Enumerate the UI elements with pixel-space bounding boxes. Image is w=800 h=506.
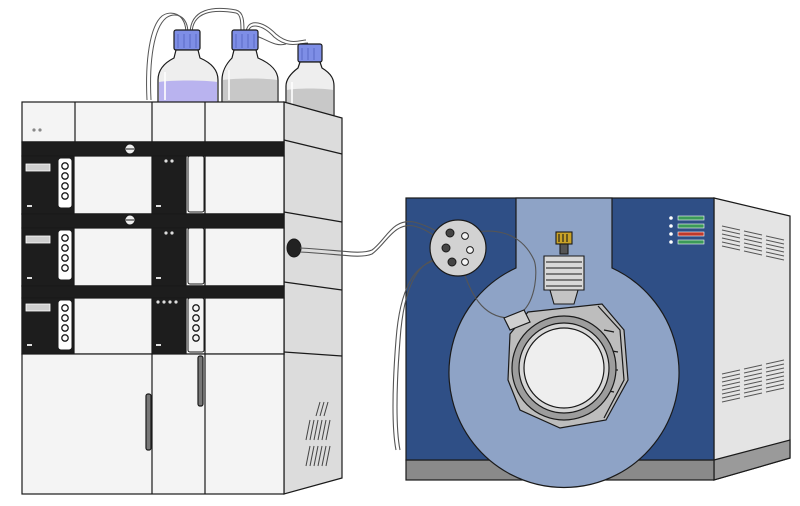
bottle-2 — [221, 29, 279, 105]
oven-button-2[interactable] — [61, 314, 69, 322]
oven-button-3[interactable] — [61, 324, 69, 332]
autosampler-button-4[interactable] — [61, 264, 69, 272]
bottle-1-solvent — [159, 80, 217, 103]
cabinet-handle-right[interactable] — [197, 355, 204, 407]
side-vents — [721, 225, 785, 403]
detector-cabinet — [21, 353, 285, 495]
pump-display — [25, 163, 51, 172]
pump-button-4[interactable] — [61, 192, 69, 200]
probe-fitting — [555, 231, 573, 245]
oven-display — [25, 303, 51, 312]
oven-button-1[interactable] — [61, 304, 69, 312]
stack-vents — [305, 401, 331, 467]
bottle-3 — [285, 43, 335, 119]
module-details — [25, 143, 205, 353]
stack-side — [283, 101, 343, 495]
autosampler-button-1[interactable] — [61, 234, 69, 242]
status-leds — [669, 215, 705, 245]
autosampler-button-3[interactable] — [61, 254, 69, 262]
chamber-window — [523, 327, 605, 409]
vacuum-chamber — [503, 303, 629, 429]
bottle-1 — [157, 29, 219, 105]
pump-button-3[interactable] — [61, 182, 69, 190]
esi-probe — [543, 231, 585, 305]
autosampler-button-2[interactable] — [61, 244, 69, 252]
oven-button-4[interactable] — [61, 334, 69, 342]
autosampler-display — [25, 235, 51, 244]
solvent-tubing — [146, 7, 309, 101]
pump-button-1[interactable] — [61, 162, 69, 170]
ion-source-valve[interactable] — [429, 219, 487, 277]
pump-button-2[interactable] — [61, 172, 69, 180]
cabinet-handle-left[interactable] — [145, 393, 152, 451]
hplc-outlet-port — [286, 238, 302, 258]
bottle-2-solvent — [223, 78, 277, 103]
solvent-tray — [21, 101, 285, 143]
